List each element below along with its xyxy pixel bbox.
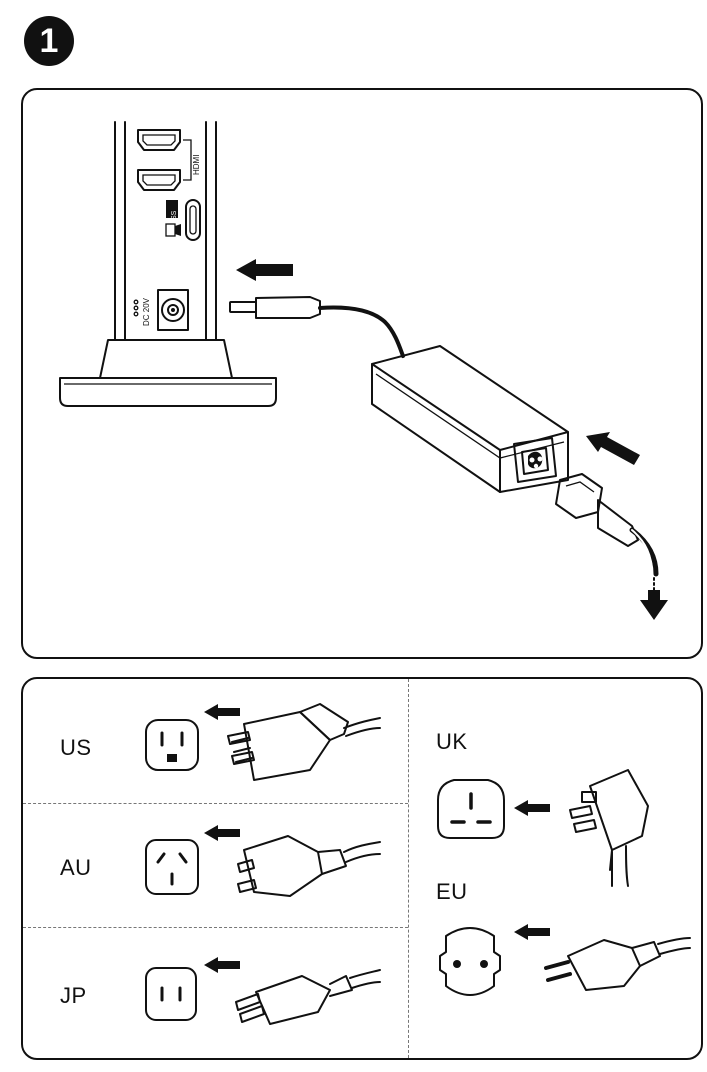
region-label-uk: UK bbox=[436, 729, 468, 754]
step-number: 1 bbox=[39, 22, 59, 60]
hdmi-port-label: HDMI bbox=[192, 155, 201, 175]
connection-panel bbox=[21, 88, 703, 659]
plug-types-panel bbox=[21, 677, 703, 1060]
region-label-eu: EU bbox=[436, 879, 468, 904]
push-arrow-icon bbox=[236, 259, 293, 281]
region-label-au: AU bbox=[60, 855, 92, 880]
step-number-badge: 1 bbox=[24, 16, 74, 66]
monitor-stand-back-icon: HDMI SS DC 20V bbox=[59, 121, 277, 407]
region-label-us: US bbox=[60, 735, 92, 760]
usb-port-label: SS bbox=[171, 210, 178, 220]
dc-plug-cable bbox=[229, 296, 405, 358]
dc-input-label: DC 20V bbox=[142, 297, 151, 326]
region-label-jp: JP bbox=[60, 983, 87, 1008]
panel-divider bbox=[408, 679, 409, 1058]
row-divider bbox=[23, 803, 408, 804]
iec-plug-cable bbox=[555, 473, 668, 620]
row-divider bbox=[23, 927, 408, 928]
power-adapter-icon bbox=[371, 345, 569, 493]
push-arrow-icon bbox=[586, 432, 640, 465]
